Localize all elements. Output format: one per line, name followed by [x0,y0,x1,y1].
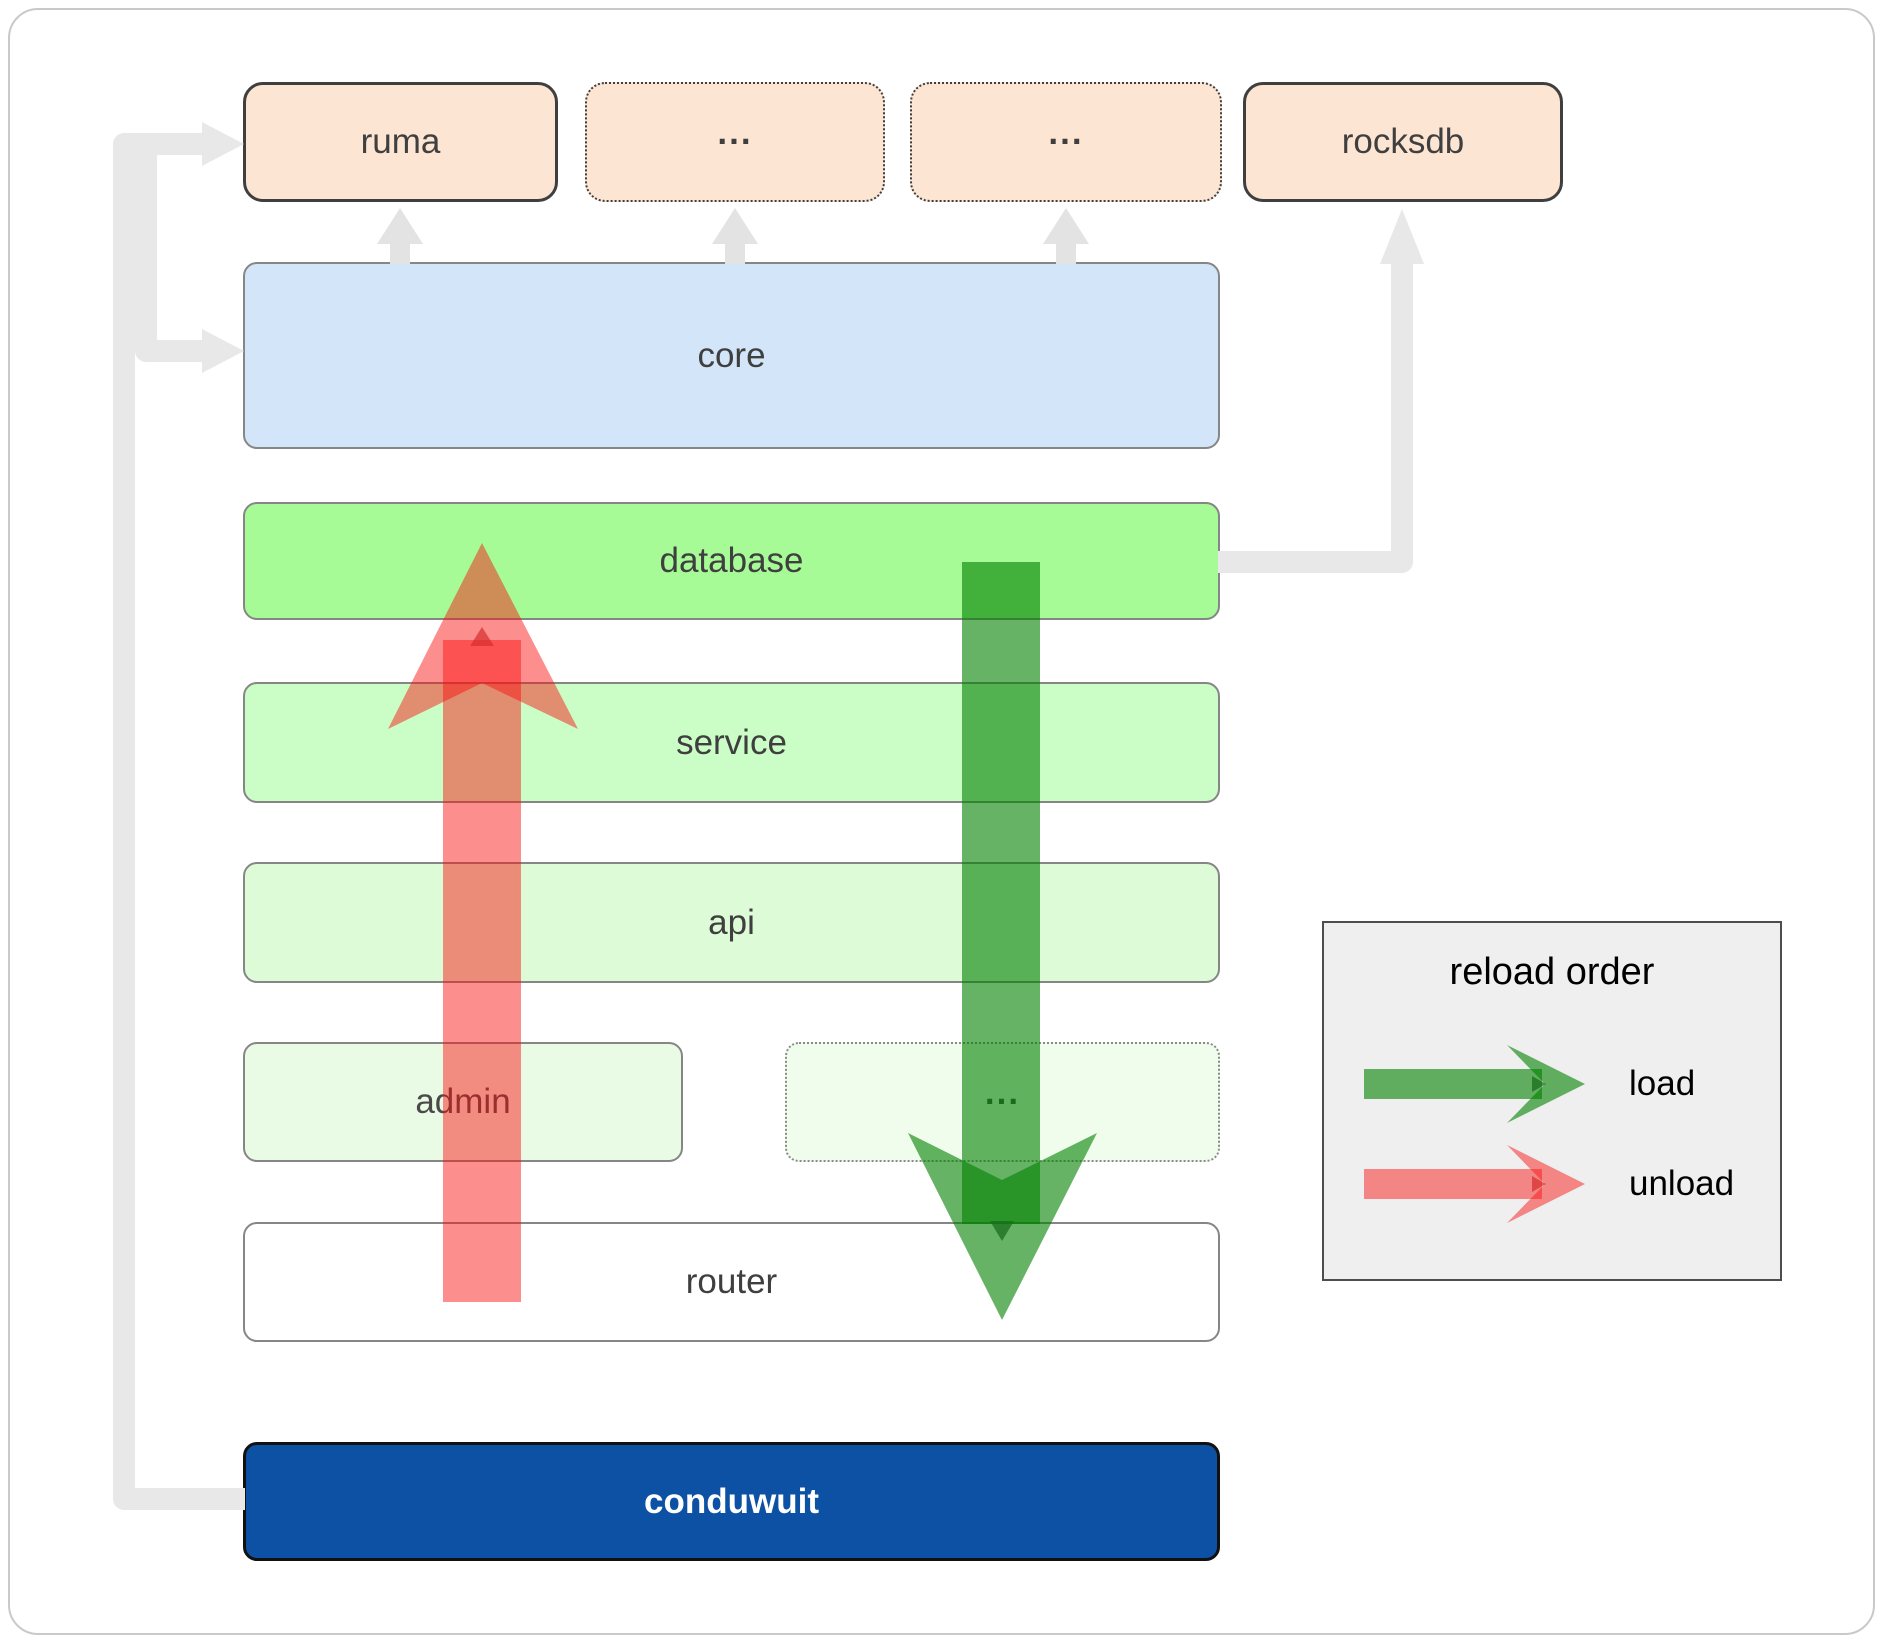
node-ellipsis-top-2: ... [910,82,1222,202]
node-label: core [697,335,766,375]
legend-item-load: load [1364,1044,1695,1124]
node-label: api [708,902,755,942]
node-label: database [659,541,804,580]
legend-label: unload [1629,1164,1735,1203]
unload-arrow-icon [1364,1145,1585,1223]
node-api: api [243,862,1220,983]
node-label: router [685,1262,778,1301]
node-conduwuit: conduwuit [243,1442,1220,1561]
node-admin: admin [243,1042,683,1162]
node-label: service [676,722,787,762]
node-label: rocksdb [1341,122,1465,161]
node-label: ... [1048,113,1084,152]
node-database: database [243,502,1220,620]
node-label: conduwuit [644,1481,819,1521]
node-label: admin [415,1082,511,1121]
node-ellipsis-top-1: ... [585,82,885,202]
outer-frame [8,8,1875,1635]
legend-title: reload order [1449,951,1655,993]
node-label: ... [717,113,753,152]
legend-item-unload: unload [1364,1144,1734,1224]
node-ruma: ruma [243,82,558,202]
node-ellipsis-admin-row: ... [785,1042,1220,1162]
node-label: ruma [360,122,441,161]
node-router: router [243,1222,1220,1342]
load-arrow-icon [1364,1045,1585,1123]
node-service: service [243,682,1220,803]
legend: reload order load unload [1322,921,1782,1281]
node-core: core [243,262,1220,449]
node-label: ... [984,1073,1021,1112]
legend-label: load [1629,1064,1696,1103]
node-rocksdb: rocksdb [1243,82,1563,202]
